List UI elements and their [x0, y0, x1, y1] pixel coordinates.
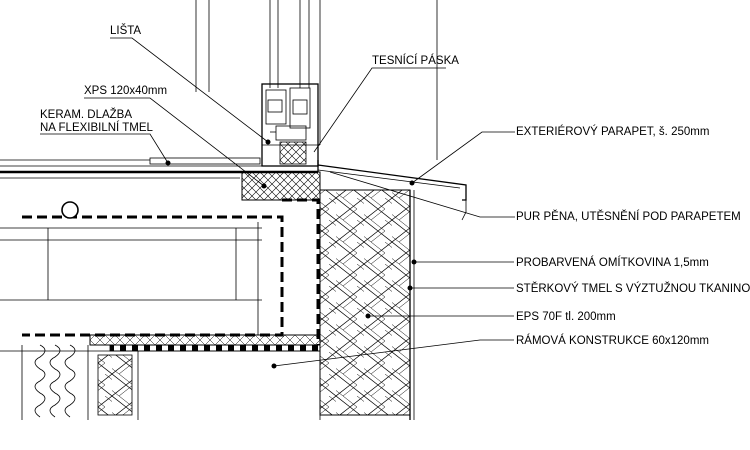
- label-lista: LIŠTA: [110, 24, 141, 37]
- label-omitkovina: PROBARVENÁ OMÍTKOVINA 1,5mm: [516, 256, 709, 269]
- frame-construction: [0, 198, 320, 345]
- floor-layers: [0, 334, 321, 420]
- exterior-sill: [317, 160, 467, 221]
- label-parapet: EXTERIÉROVÝ PARAPET, š. 250mm: [516, 125, 709, 138]
- label-ramova: RÁMOVÁ KONSTRUKCE 60x120mm: [516, 334, 709, 347]
- labels: LIŠTA TESNÍCÍ PÁSKA XPS 120x40mm KERAM. …: [40, 24, 750, 347]
- label-pur: PUR PĚNA, UTĚSNĚNÍ POD PARAPETEM: [516, 210, 741, 223]
- coiled-insulation: [21, 344, 89, 420]
- leaders: [40, 37, 515, 369]
- xps-block: [241, 171, 321, 201]
- label-keram-line2: NA FLEXIBILNÍ TMEL: [40, 121, 154, 134]
- window-frame: [195, 0, 438, 167]
- label-sterkovy: STĚRKOVÝ TMEL S VÝZTUŽNOU TKANINOU: [516, 282, 750, 295]
- label-keram-line1: KERAM. DLAŽBA: [40, 108, 132, 121]
- eps-insulation: [319, 189, 415, 420]
- label-eps: EPS 70F tl. 200mm: [516, 311, 616, 323]
- label-tesnici-paska: TESNÍCÍ PÁSKA: [372, 54, 459, 67]
- label-xps: XPS 120x40mm: [84, 85, 167, 97]
